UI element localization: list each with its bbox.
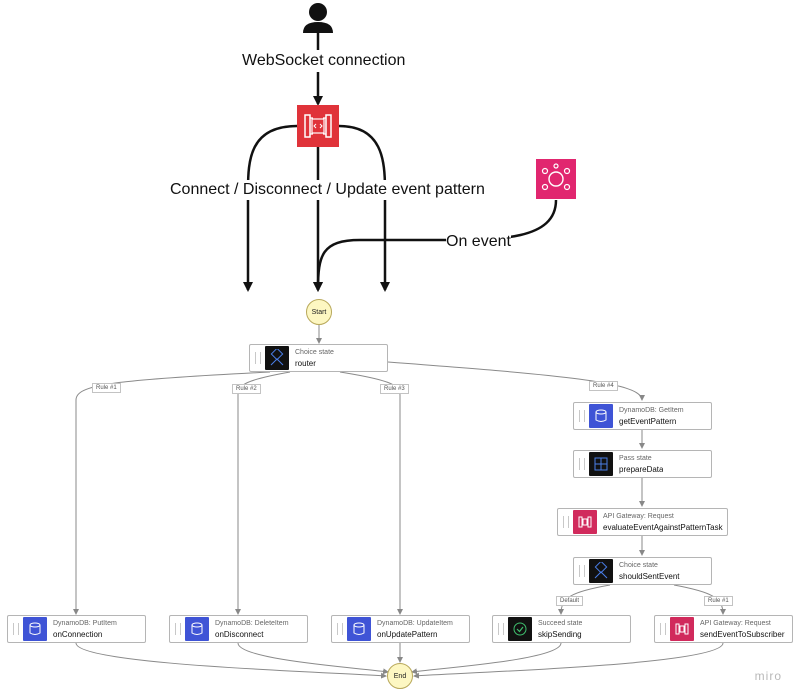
router-node[interactable]: Choice state router (249, 344, 388, 372)
connect-route-arrow (243, 124, 298, 292)
eventbridge-icon (536, 159, 576, 199)
node-name: onDisconnect (215, 630, 264, 639)
should-sent-event-node[interactable]: Choice state shouldSentEvent (573, 557, 712, 585)
checkmark-icon (508, 617, 532, 641)
rule-1-branch-label: Rule #1 (704, 596, 733, 606)
on-event-arrow (313, 199, 558, 292)
drag-handle[interactable] (337, 623, 343, 635)
api-gateway-icon (297, 105, 339, 147)
dynamodb-icon (347, 617, 371, 641)
on-connection-node[interactable]: DynamoDB: PutItem onConnection (7, 615, 146, 643)
rule-1-label: Rule #1 (92, 383, 121, 393)
drag-handle[interactable] (579, 565, 585, 577)
dynamodb-icon (589, 404, 613, 428)
start-node[interactable]: Start (306, 299, 332, 325)
node-name: prepareData (619, 465, 664, 474)
pass-state-icon (589, 452, 613, 476)
default-label: Default (556, 596, 584, 606)
drag-handle[interactable] (13, 623, 19, 635)
node-name: skipSending (538, 630, 582, 639)
node-name: onUpdatePattern (377, 630, 438, 639)
rule-4-label: Rule #4 (589, 381, 618, 391)
routes-label: Connect / Disconnect / Update event patt… (170, 180, 485, 200)
node-name: shouldSentEvent (619, 572, 680, 581)
drag-handle[interactable] (579, 458, 585, 470)
update-route-arrow (338, 124, 390, 292)
skip-sending-node[interactable]: Succeed state skipSending (492, 615, 631, 643)
node-type: Choice state (619, 562, 658, 569)
drag-handle[interactable] (563, 516, 569, 528)
api-gateway-icon (573, 510, 597, 534)
websocket-connection-label: WebSocket connection (242, 51, 406, 71)
node-type: DynamoDB: DeleteItem (215, 620, 289, 627)
drag-handle[interactable] (498, 623, 504, 635)
drag-handle[interactable] (255, 352, 261, 364)
node-name: evaluateEventAgainstPatternTask (603, 523, 723, 532)
miro-watermark: miro (754, 669, 782, 683)
node-name: sendEventToSubscriber (700, 630, 785, 639)
api-gateway-icon (670, 617, 694, 641)
node-type: API Gateway: Request (700, 620, 771, 627)
node-name: router (295, 359, 316, 368)
rule-2-label: Rule #2 (232, 384, 261, 394)
drag-handle[interactable] (579, 410, 585, 422)
node-type: DynamoDB: PutItem (53, 620, 117, 627)
evaluate-event-node[interactable]: API Gateway: Request evaluateEventAgainst… (557, 508, 728, 536)
on-update-pattern-node[interactable]: DynamoDB: UpdateItem onUpdatePattern (331, 615, 470, 643)
dynamodb-icon (23, 617, 47, 641)
send-event-node[interactable]: API Gateway: Request sendEventToSubscribe… (654, 615, 793, 643)
choice-state-icon (589, 559, 613, 583)
drag-handle[interactable] (175, 623, 181, 635)
node-type: DynamoDB: GetItem (619, 407, 684, 414)
drag-handle[interactable] (660, 623, 666, 635)
end-node[interactable]: End (387, 663, 413, 689)
dynamodb-icon (185, 617, 209, 641)
choice-state-icon (265, 346, 289, 370)
node-type: Pass state (619, 455, 652, 462)
node-type: API Gateway: Request (603, 513, 674, 520)
node-type: DynamoDB: UpdateItem (377, 620, 453, 627)
get-event-pattern-node[interactable]: DynamoDB: GetItem getEventPattern (573, 402, 712, 430)
rule-3-label: Rule #3 (380, 384, 409, 394)
node-name: getEventPattern (619, 417, 677, 426)
node-type: Choice state (295, 349, 334, 356)
on-disconnect-node[interactable]: DynamoDB: DeleteItem onDisconnect (169, 615, 308, 643)
node-type: Succeed state (538, 620, 583, 627)
node-name: onConnection (53, 630, 103, 639)
user-icon (303, 3, 333, 33)
prepare-data-node[interactable]: Pass state prepareData (573, 450, 712, 478)
on-event-label: On event (446, 232, 511, 252)
